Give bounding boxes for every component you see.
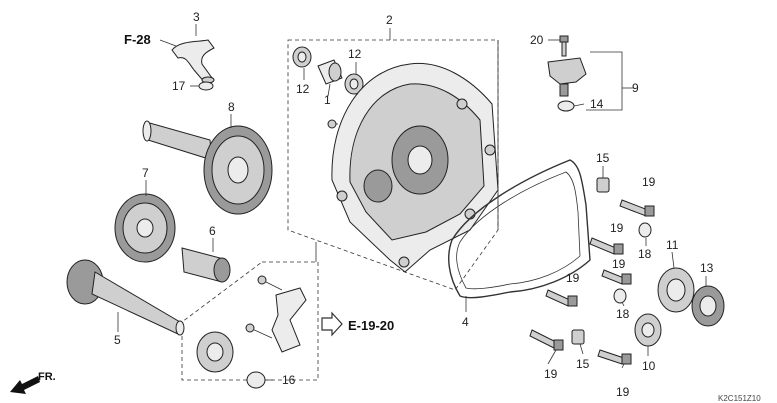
callout-14: 14 (590, 97, 604, 111)
cover-group-frame (287, 39, 499, 291)
part-bearing-12b (344, 73, 364, 95)
part-gasket-inner (456, 171, 581, 290)
callout-19b: 19 (610, 221, 624, 235)
callout-10: 10 (642, 359, 656, 373)
part-bearing-11 (657, 267, 695, 313)
part-drive-gear (181, 247, 231, 283)
part-bracket (245, 275, 307, 353)
callout-2: 2 (386, 13, 393, 27)
callout-5: 5 (114, 333, 121, 347)
front-arrow-icon (10, 376, 40, 394)
part-seal-10 (634, 313, 662, 347)
callout-19e: 19 (544, 367, 558, 381)
part-washer-b (613, 288, 627, 304)
part-collar (317, 59, 343, 85)
part-gasket (448, 159, 591, 299)
callout-1: 1 (324, 93, 331, 107)
callout-3: 3 (193, 10, 200, 24)
callout-4: 4 (462, 315, 469, 329)
callout-18b: 18 (616, 307, 630, 321)
part-final-shaft (142, 120, 273, 215)
part-transmission-cover (327, 62, 499, 273)
callout-11: 11 (666, 238, 679, 252)
callout-15a: 15 (596, 151, 610, 165)
diagram-code: K2C151Z10 (718, 394, 761, 403)
callout-16: 16 (282, 373, 296, 387)
part-oring (557, 100, 575, 112)
front-label: FR. (38, 371, 56, 383)
part-circlip (246, 371, 266, 389)
callout-12a: 12 (296, 82, 310, 96)
reference-f28: F-28 (124, 32, 151, 47)
part-countershaft-gear (114, 193, 176, 263)
part-clip (198, 81, 214, 91)
callout-9: 9 (632, 81, 639, 95)
callout-6: 6 (209, 224, 216, 238)
callout-15b: 15 (576, 357, 590, 371)
reference-arrow (321, 311, 343, 337)
reference-e1920: E-19-20 (348, 318, 394, 333)
callout-19d: 19 (612, 257, 626, 271)
callout-20: 20 (530, 33, 544, 47)
part-drive-shaft (66, 259, 185, 336)
part-washer-a (638, 222, 652, 238)
part-bolts (529, 199, 655, 365)
callout-12b: 12 (348, 47, 362, 61)
part-number-callouts: 1 2 3 4 5 6 7 8 9 10 11 12 12 13 14 15 1… (114, 10, 714, 399)
callout-18a: 18 (638, 247, 652, 261)
callout-19f: 19 (616, 385, 630, 399)
callout-17: 17 (172, 79, 186, 93)
callout-7: 7 (142, 166, 149, 180)
part-speed-sensor (547, 57, 587, 97)
part-sensor-bolt (559, 35, 569, 57)
leader-lines (117, 24, 707, 381)
part-dowel-b (571, 329, 585, 345)
part-bearing-12a (292, 46, 312, 68)
part-breather-hose (171, 39, 215, 85)
part-bearing-lower (196, 331, 234, 373)
callout-13: 13 (700, 261, 714, 275)
callout-19c: 19 (566, 271, 580, 285)
part-dowel-a (596, 177, 610, 193)
callout-8: 8 (228, 100, 235, 114)
callout-19a: 19 (642, 175, 656, 189)
part-seal-13 (691, 285, 725, 327)
